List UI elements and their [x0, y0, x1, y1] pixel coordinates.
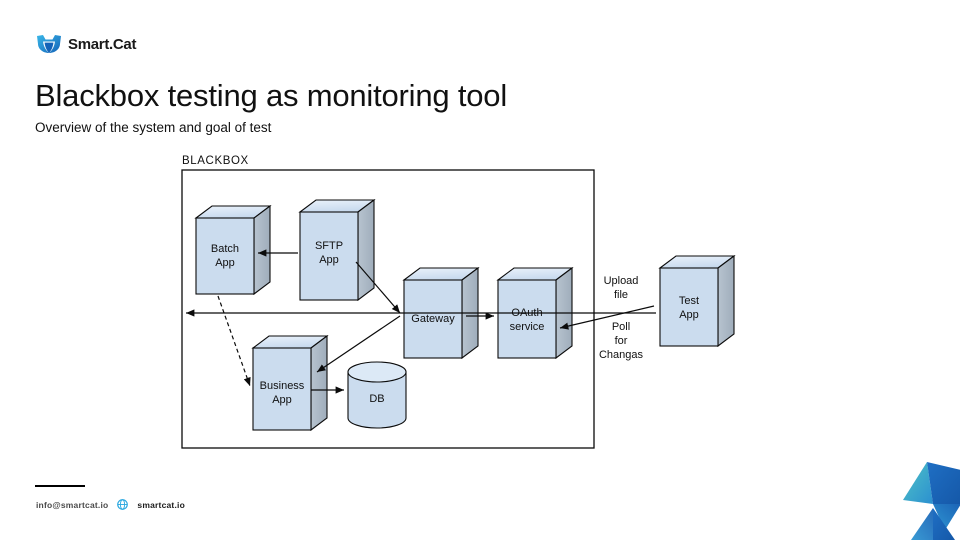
- node-sftp-app-label-2: App: [319, 254, 339, 266]
- node-sftp-app-label-1: SFTP: [315, 240, 343, 252]
- node-business-app-label-2: App: [272, 394, 292, 406]
- blackbox-label: BLACKBOX: [182, 155, 249, 167]
- edge-label-upload-file-1: Upload: [604, 275, 639, 287]
- footer: info@smartcat.io smartcat.io: [36, 499, 185, 510]
- node-db-label: DB: [369, 393, 384, 405]
- node-test-app-label-1: Test: [679, 295, 699, 307]
- brand-logo: Smart.Cat: [36, 34, 136, 54]
- page-subtitle: Overview of the system and goal of test: [35, 120, 272, 135]
- footer-email[interactable]: info@smartcat.io: [36, 499, 109, 510]
- smartcat-logo-icon: [37, 35, 61, 53]
- node-gateway-label-1: Gateway: [411, 313, 455, 325]
- node-gateway[interactable]: Gateway: [402, 266, 480, 360]
- node-db[interactable]: DB: [347, 361, 407, 429]
- node-business-app-label-1: Business: [260, 380, 305, 392]
- edge-label-poll-1: Poll: [612, 321, 630, 333]
- brand-name: Smart.Cat: [68, 35, 137, 53]
- footer-site[interactable]: smartcat.io: [137, 499, 185, 510]
- edge-label-poll-2: for: [615, 335, 628, 347]
- edge-sftp-to-gateway: [355, 261, 401, 314]
- diagram-canvas: BLACKBOX Batch App SFTP App Business App: [181, 155, 736, 449]
- corner-decoration-icon: [893, 458, 960, 540]
- node-test-app-label-2: App: [679, 309, 699, 321]
- node-test-app[interactable]: Test App: [658, 254, 736, 348]
- footer-divider: [35, 485, 85, 487]
- page-title: Blackbox testing as monitoring tool: [35, 78, 508, 113]
- architecture-diagram: BLACKBOX Batch App SFTP App Business App: [178, 150, 748, 460]
- node-business-app[interactable]: Business App: [251, 334, 329, 432]
- globe-icon: [117, 499, 129, 510]
- edge-testapp-to-oauth: [559, 305, 655, 330]
- node-oauth-service[interactable]: OAuth service: [496, 266, 574, 360]
- node-batch-app[interactable]: Batch App: [194, 204, 272, 296]
- node-batch-app-label-2: App: [215, 257, 235, 269]
- blackbox-boundary: [181, 169, 595, 449]
- node-batch-app-label-1: Batch: [211, 243, 239, 255]
- node-sftp-app[interactable]: SFTP App: [298, 198, 376, 302]
- node-oauth-service-label-2: service: [510, 321, 545, 333]
- edge-label-upload-file-2: file: [614, 289, 628, 301]
- edge-label-poll-3: Changas: [599, 349, 644, 361]
- edge-batch-to-business: [217, 295, 251, 387]
- edge-gateway-to-business: [316, 315, 401, 373]
